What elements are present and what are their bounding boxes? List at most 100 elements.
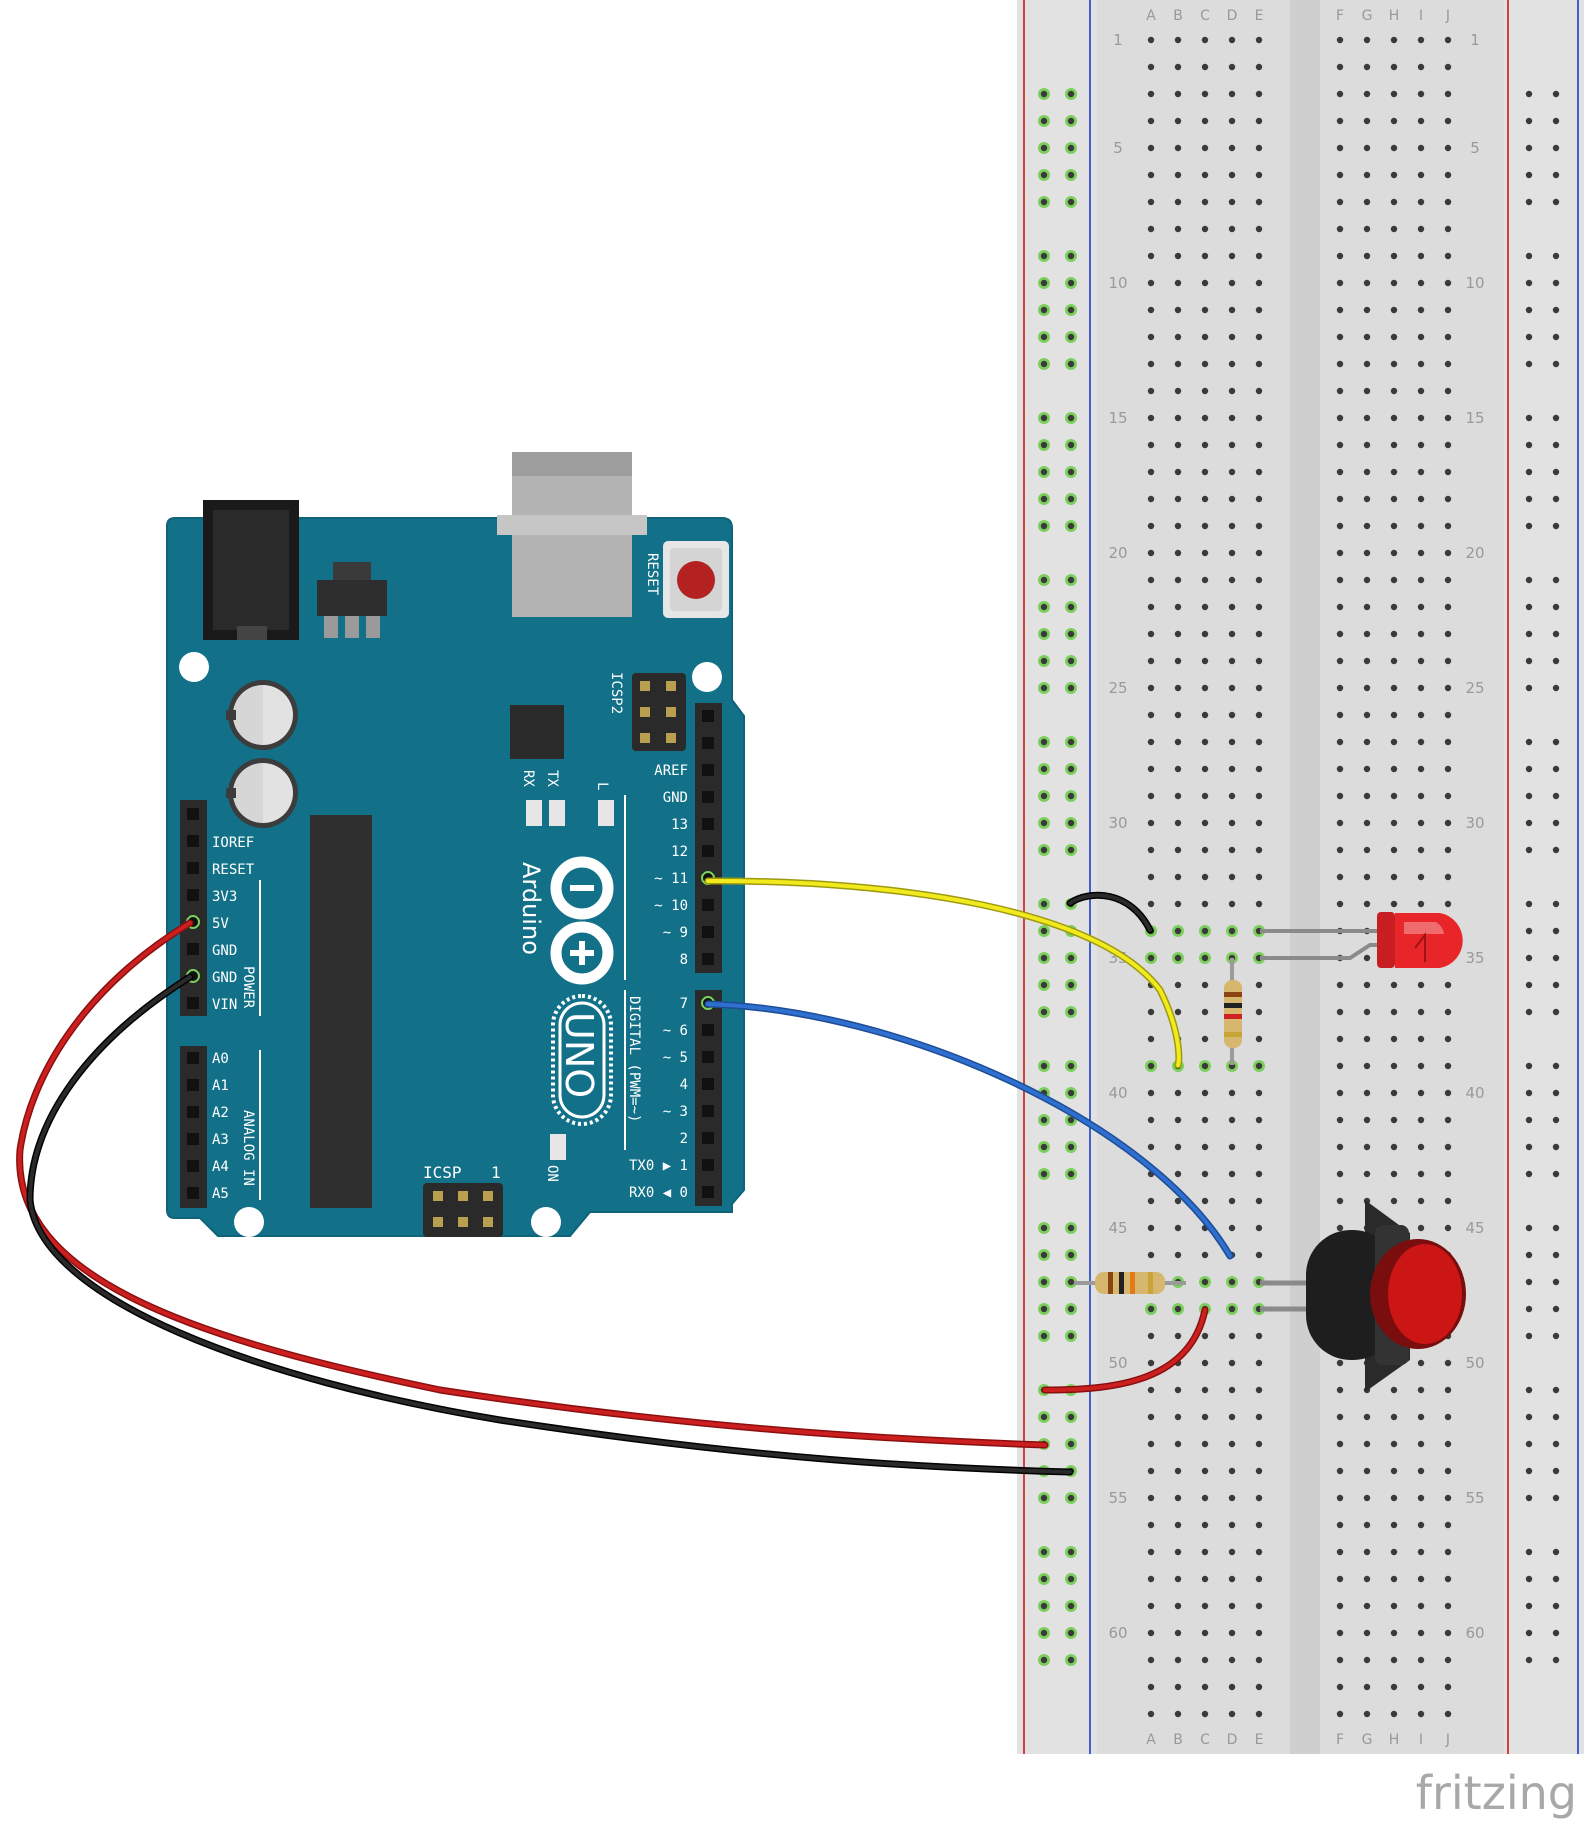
breadboard-hole bbox=[1174, 1521, 1182, 1529]
rail-hole bbox=[1525, 1629, 1533, 1637]
rail-hole bbox=[1552, 1413, 1560, 1421]
breadboard-hole bbox=[1174, 846, 1182, 854]
breadboard-hole bbox=[1336, 414, 1344, 422]
breadboard-hole bbox=[1390, 846, 1398, 854]
breadboard-hole bbox=[1147, 1710, 1155, 1718]
breadboard-hole bbox=[1201, 90, 1209, 98]
breadboard-hole bbox=[1201, 1278, 1209, 1286]
breadboard-hole bbox=[1147, 792, 1155, 800]
col-letter: C bbox=[1200, 8, 1210, 24]
breadboard-hole bbox=[1201, 495, 1209, 503]
rail-hole bbox=[1067, 441, 1075, 449]
breadboard-hole bbox=[1174, 1602, 1182, 1610]
row-number-left: 30 bbox=[1108, 814, 1127, 832]
rail-hole bbox=[1525, 792, 1533, 800]
breadboard-hole bbox=[1255, 1089, 1263, 1097]
rail-hole bbox=[1552, 144, 1560, 152]
rail-hole bbox=[1040, 927, 1048, 935]
breadboard-hole bbox=[1363, 792, 1371, 800]
power-pin-label: 3V3 bbox=[212, 889, 237, 905]
rail-hole bbox=[1552, 954, 1560, 962]
rail-hole bbox=[1552, 1062, 1560, 1070]
breadboard-hole bbox=[1417, 522, 1425, 530]
wire-gnd-black-core bbox=[27, 975, 1072, 1474]
rail-hole bbox=[1040, 765, 1048, 773]
breadboard-hole bbox=[1444, 1386, 1452, 1394]
digital-pin-label: ~ 11 bbox=[654, 871, 688, 887]
rail-hole bbox=[1552, 171, 1560, 179]
breadboard-hole bbox=[1255, 198, 1263, 206]
breadboard-hole bbox=[1255, 1494, 1263, 1502]
analog-group-label: ANALOG IN bbox=[240, 1110, 256, 1186]
header-pin bbox=[187, 1079, 199, 1091]
breadboard-hole bbox=[1336, 1548, 1344, 1556]
breadboard-hole bbox=[1417, 1683, 1425, 1691]
breadboard-hole bbox=[1363, 1089, 1371, 1097]
breadboard-hole bbox=[1444, 900, 1452, 908]
breadboard-hole bbox=[1174, 198, 1182, 206]
breadboard-hole bbox=[1417, 1035, 1425, 1043]
rail-hole bbox=[1525, 1575, 1533, 1583]
breadboard-hole bbox=[1174, 819, 1182, 827]
breadboard-hole bbox=[1228, 1089, 1236, 1097]
rail-hole bbox=[1552, 1494, 1560, 1502]
breadboard-hole bbox=[1174, 36, 1182, 44]
rail-hole bbox=[1525, 522, 1533, 530]
breadboard-hole bbox=[1228, 1440, 1236, 1448]
digital-pin-label: ~ 3 bbox=[663, 1104, 688, 1120]
breadboard-hole bbox=[1390, 279, 1398, 287]
rail-hole bbox=[1552, 360, 1560, 368]
breadboard-hole bbox=[1417, 900, 1425, 908]
breadboard-hole bbox=[1255, 63, 1263, 71]
column-letters-bottom: A B C D E F G H I J bbox=[1146, 1732, 1450, 1748]
breadboard-hole bbox=[1255, 90, 1263, 98]
rail-hole bbox=[1067, 684, 1075, 692]
rail-hole bbox=[1040, 1629, 1048, 1637]
breadboard-hole bbox=[1147, 1494, 1155, 1502]
breadboard-hole bbox=[1255, 603, 1263, 611]
row-number-right: 40 bbox=[1465, 1084, 1484, 1102]
breadboard-hole bbox=[1363, 981, 1371, 989]
breadboard-hole bbox=[1255, 495, 1263, 503]
mounting-hole bbox=[179, 652, 209, 682]
header-pin bbox=[187, 1052, 199, 1064]
breadboard-hole bbox=[1147, 1548, 1155, 1556]
icsp-header bbox=[423, 1183, 503, 1237]
breadboard-hole bbox=[1444, 603, 1452, 611]
breadboard-hole bbox=[1147, 414, 1155, 422]
breadboard-hole bbox=[1390, 1602, 1398, 1610]
breadboard-hole bbox=[1228, 1602, 1236, 1610]
breadboard-hole bbox=[1417, 657, 1425, 665]
breadboard-hole bbox=[1147, 522, 1155, 530]
rail-hole bbox=[1067, 954, 1075, 962]
row-number-right: 10 bbox=[1465, 274, 1484, 292]
rail-hole bbox=[1552, 1656, 1560, 1664]
rail-hole bbox=[1525, 495, 1533, 503]
breadboard-hole bbox=[1255, 1575, 1263, 1583]
breadboard-hole bbox=[1363, 1710, 1371, 1718]
breadboard-hole bbox=[1417, 117, 1425, 125]
rail-hole bbox=[1040, 1008, 1048, 1016]
breadboard-holes bbox=[1038, 36, 1560, 1718]
rail-hole bbox=[1525, 198, 1533, 206]
breadboard-hole bbox=[1363, 630, 1371, 638]
breadboard-hole bbox=[1444, 1143, 1452, 1151]
breadboard-hole bbox=[1228, 657, 1236, 665]
digital-pin-label: 4 bbox=[680, 1077, 688, 1093]
reset-button[interactable] bbox=[663, 541, 729, 618]
rail-hole bbox=[1552, 279, 1560, 287]
rail-hole bbox=[1040, 657, 1048, 665]
rail-hole bbox=[1525, 1440, 1533, 1448]
breadboard-hole bbox=[1228, 1278, 1236, 1286]
breadboard-hole bbox=[1444, 333, 1452, 341]
col-letter: A bbox=[1146, 8, 1156, 24]
breadboard-hole bbox=[1147, 657, 1155, 665]
breadboard-hole bbox=[1363, 846, 1371, 854]
breadboard-hole bbox=[1444, 279, 1452, 287]
breadboard-hole bbox=[1390, 1089, 1398, 1097]
col-letter: B bbox=[1173, 1732, 1183, 1748]
digital-pin-label: GND bbox=[663, 790, 688, 806]
breadboard-hole bbox=[1444, 90, 1452, 98]
breadboard-hole bbox=[1336, 1359, 1344, 1367]
breadboard-hole bbox=[1390, 225, 1398, 233]
